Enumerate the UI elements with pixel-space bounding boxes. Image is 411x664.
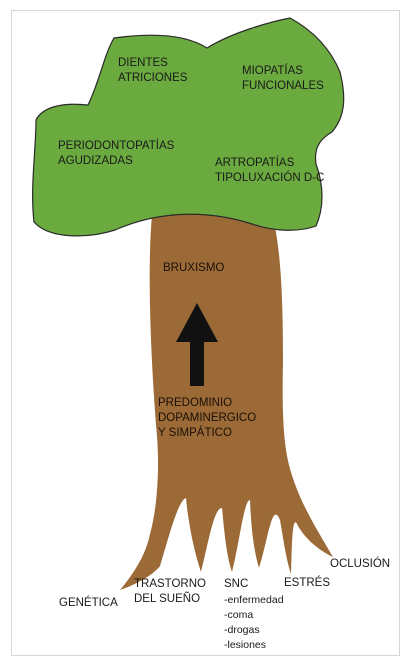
snc-item-drogas: -drogas [224, 624, 260, 636]
snc-item-coma: -coma [224, 609, 253, 621]
artropatias-line-1: ARTROPATÍAS [215, 156, 295, 169]
predominio-line-3: Y SIMPÁTICO [158, 426, 232, 439]
root-label-genetica: GENÉTICA [59, 596, 118, 609]
root-label-estres: ESTRÉS [284, 576, 330, 589]
dientes-line-2: ATRICIONES [118, 72, 188, 84]
periodonto-line-1: PERIODONTOPATÍAS [58, 139, 175, 152]
trunk-title-bruxismo: BRUXISMO [163, 262, 224, 274]
dientes-line-1: DIENTES [118, 57, 168, 69]
artropatias-line-2: TIPOLUXACIÓN D-C [215, 171, 324, 184]
predominio-line-2: DOPAMINERGICO [158, 412, 256, 424]
tree-canopy [33, 18, 344, 236]
root-label-oclusion: OCLUSIÓN [330, 557, 390, 570]
root-label-trastorno: TRASTORNO DEL SUEÑO [134, 578, 209, 605]
snc-item-lesiones: -lesiones [224, 639, 266, 651]
trastorno-line-2: DEL SUEÑO [134, 592, 200, 605]
miopatias-line-1: MIOPATÍAS [242, 64, 303, 77]
predominio-line-1: PREDOMINIO [158, 397, 232, 409]
snc-item-enfermedad: -enfermedad [224, 594, 284, 606]
snc-sub-list: -enfermedad -coma -drogas -lesiones [224, 594, 286, 651]
root-label-snc: SNC [224, 578, 248, 590]
trastorno-line-1: TRASTORNO [134, 578, 206, 590]
periodonto-line-2: AGUDIZADAS [58, 155, 133, 167]
miopatias-line-2: FUNCIONALES [242, 80, 324, 92]
